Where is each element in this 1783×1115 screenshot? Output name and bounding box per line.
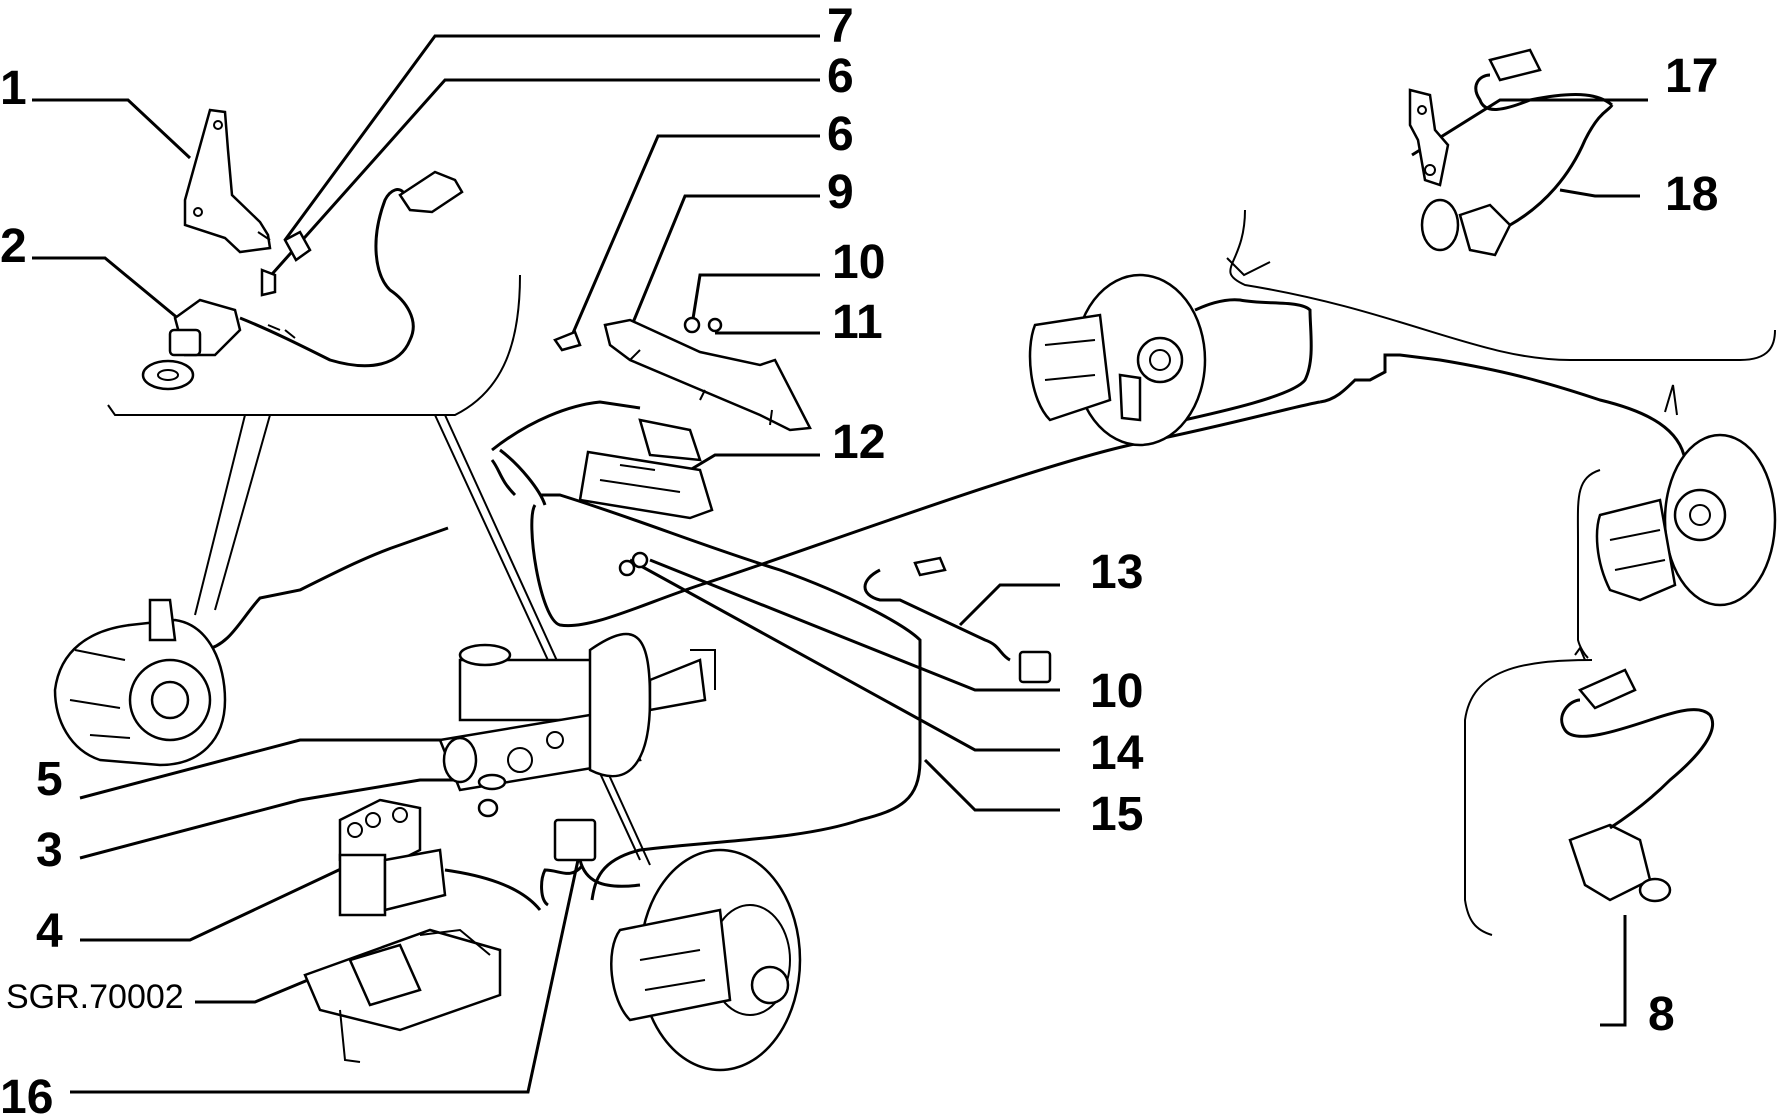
rear-right-disc-assembly — [1595, 433, 1777, 607]
callout-16: 16 — [0, 1071, 53, 1115]
callout-13: 13 — [1090, 546, 1143, 599]
part-4-support — [303, 928, 502, 1063]
callout-1: 1 — [0, 62, 27, 115]
part-3-hydraulic-modulator — [338, 798, 542, 917]
callout-15: 15 — [1090, 788, 1143, 841]
part-9-cover — [603, 318, 812, 432]
part-8-wheel-speed-sensor — [1560, 668, 1715, 903]
callout-labels: 1 2 3 4 5 6 6 7 8 9 10 10 11 12 13 14 15… — [0, 0, 1718, 1115]
part-16-relay — [553, 818, 641, 888]
reference-code: SGR.70002 — [6, 978, 184, 1016]
part-2-wheel-sensor — [141, 170, 464, 391]
leader-lines — [32, 34, 1648, 1094]
callout-7: 7 — [827, 0, 854, 53]
callout-8: 8 — [1648, 988, 1675, 1041]
front-left-hub-assembly — [53, 598, 227, 767]
callout-18: 18 — [1665, 168, 1718, 221]
callout-6-upper: 6 — [827, 108, 854, 161]
callout-17: 17 — [1665, 50, 1718, 103]
part-13-switch — [863, 556, 1052, 684]
callout-6-lower: 6 — [827, 50, 854, 103]
part-5-nut — [477, 773, 507, 818]
callout-14: 14 — [1090, 727, 1144, 780]
callout-11: 11 — [832, 296, 883, 349]
callout-10-upper: 10 — [832, 236, 885, 289]
callout-10-lower: 10 — [1090, 665, 1143, 718]
rear-left-disc-assembly — [1028, 273, 1207, 447]
callout-9: 9 — [827, 166, 854, 219]
callout-2: 2 — [0, 220, 27, 273]
callout-5: 5 — [36, 753, 63, 806]
part-12-abs-control-unit — [578, 418, 714, 520]
callout-3: 3 — [36, 824, 63, 877]
part-17-18-rear-sensor — [1408, 48, 1614, 257]
part-1-bracket — [183, 108, 272, 254]
brake-lines — [179, 298, 1687, 907]
callout-4: 4 — [36, 905, 63, 958]
part-10-11-nuts — [618, 316, 723, 577]
callout-12: 12 — [832, 416, 885, 469]
part-6-7-fasteners — [260, 230, 582, 352]
context-outlines — [107, 209, 1776, 936]
master-cylinder-booster — [438, 632, 716, 792]
front-right-disc-assembly — [610, 848, 802, 1072]
